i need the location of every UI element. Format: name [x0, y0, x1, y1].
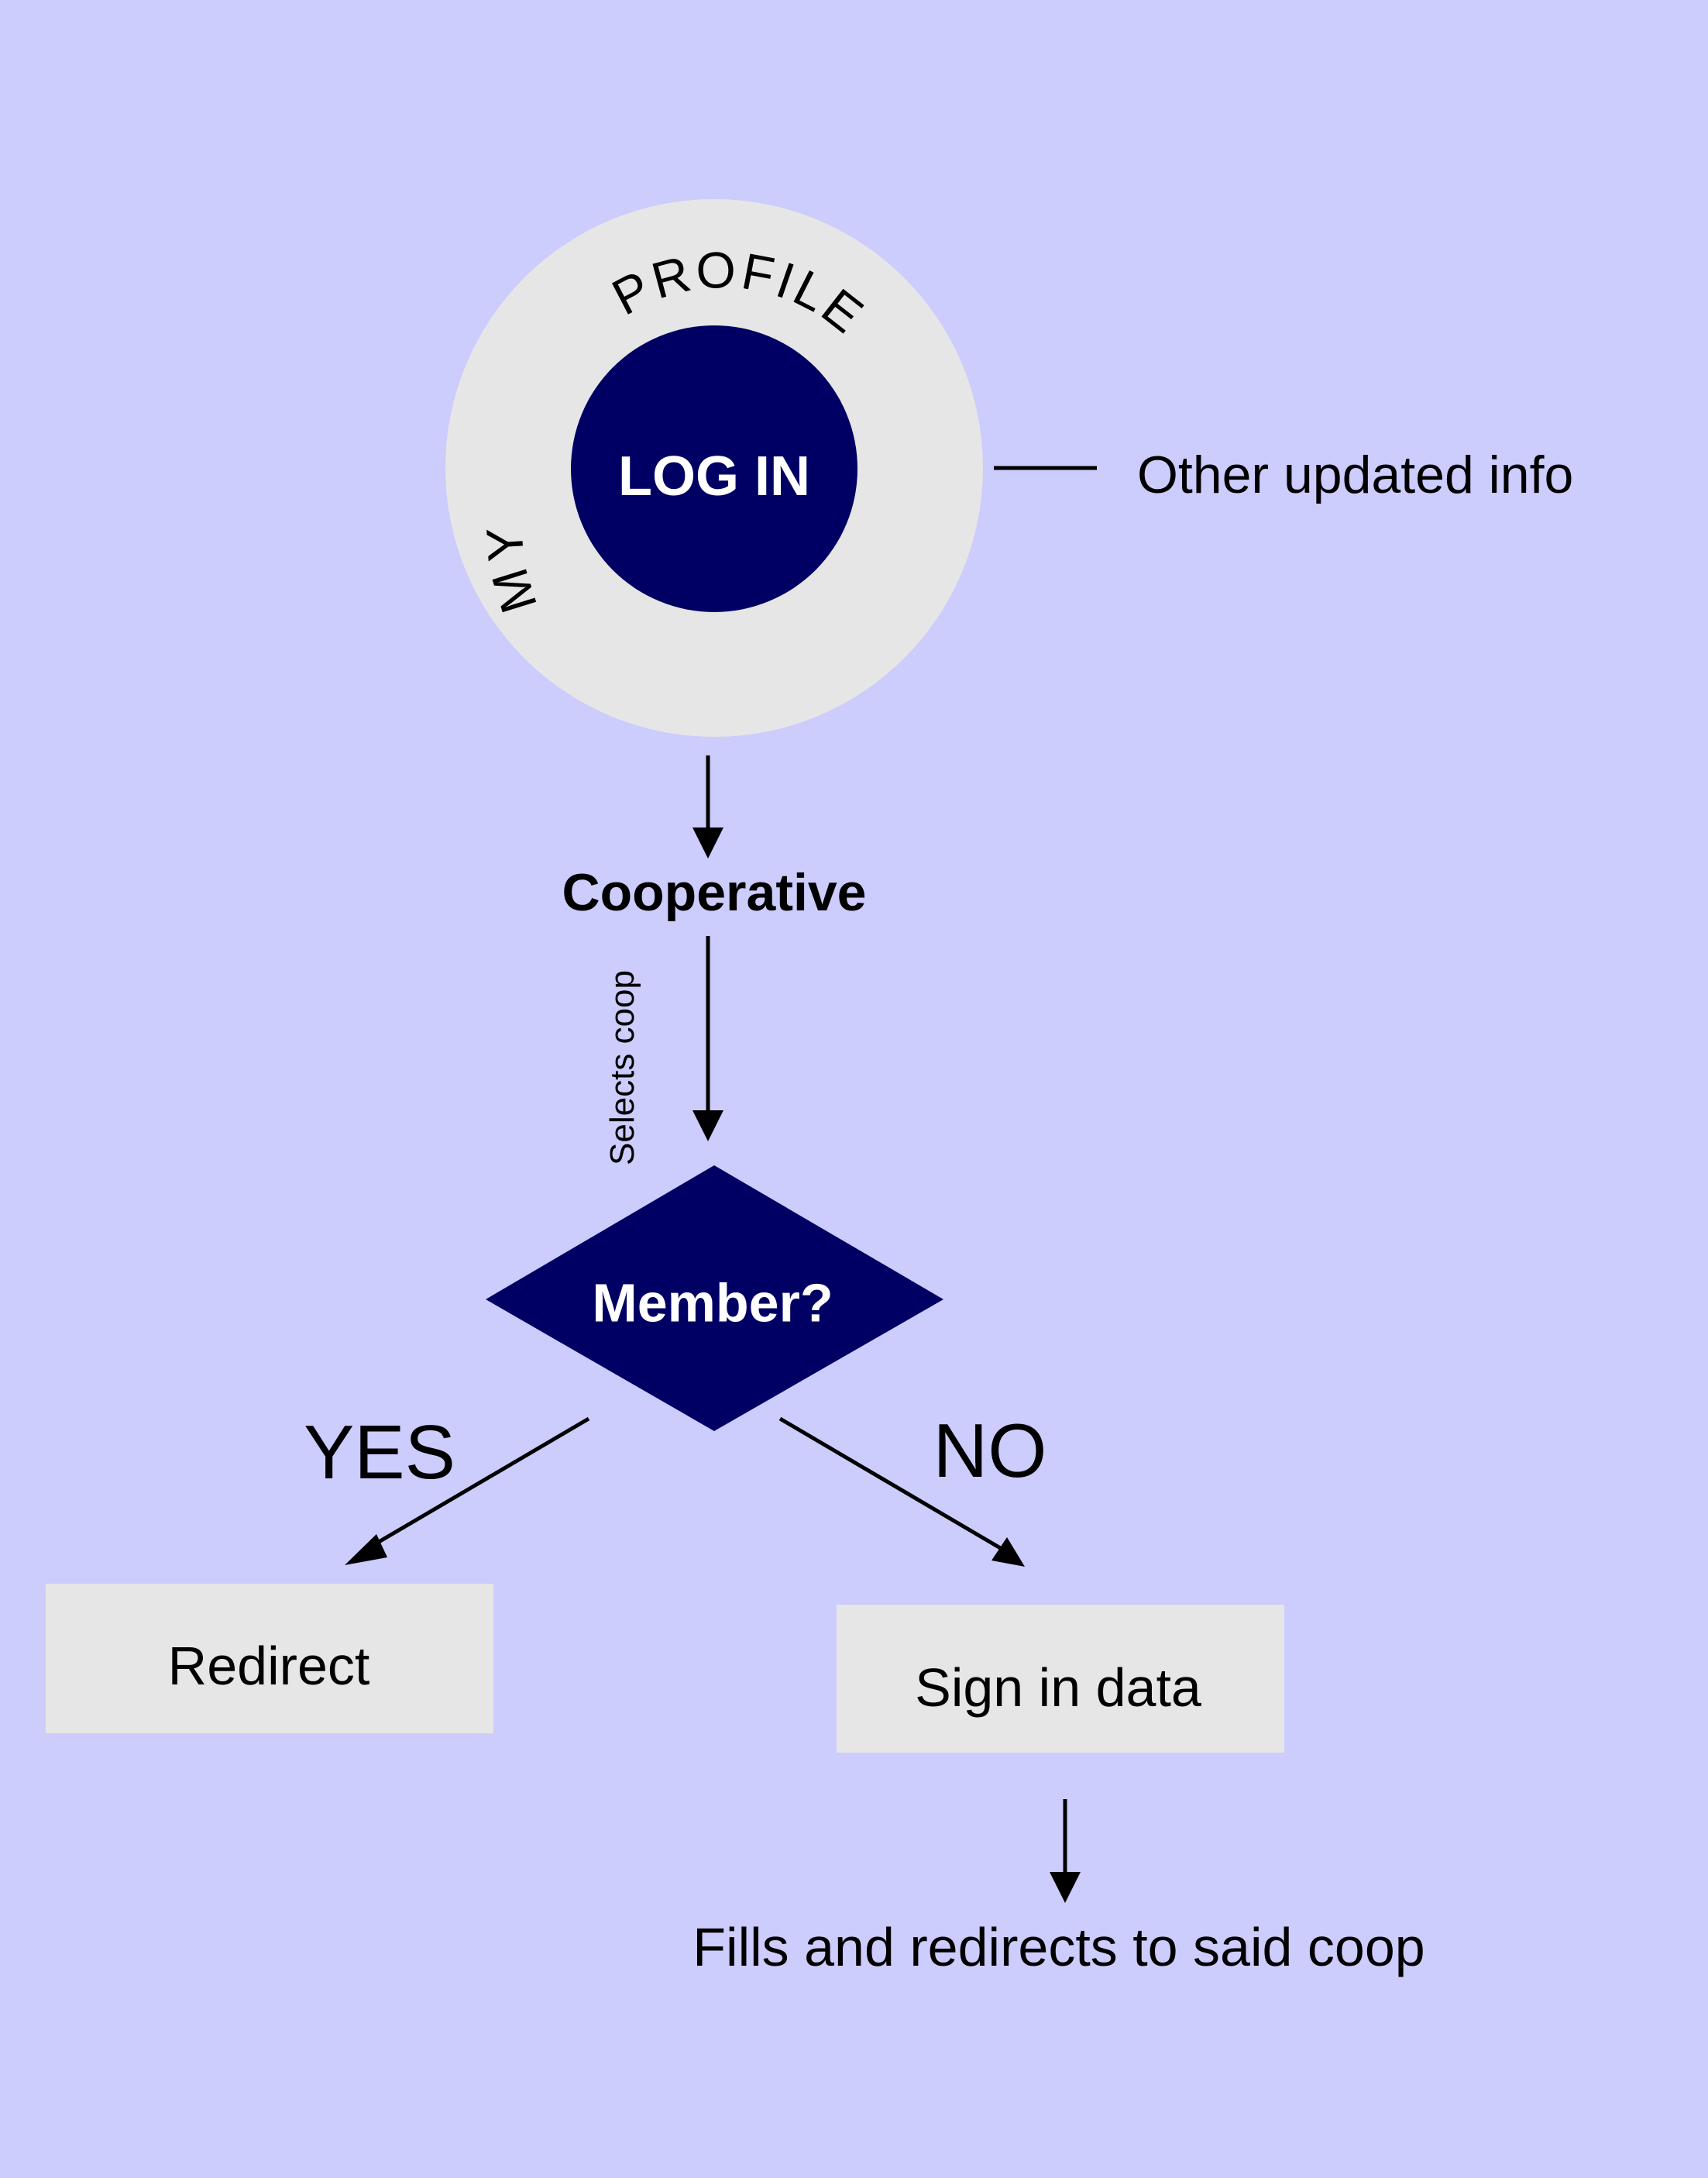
arrowhead-yes [345, 1534, 387, 1565]
arrow-no [778, 1416, 1009, 1554]
sign-in-data-box[interactable] [837, 1605, 1284, 1753]
selects-coop-label: Selects coop [603, 970, 641, 1165]
login-node[interactable] [571, 325, 857, 612]
member-decision[interactable] [486, 1165, 943, 1431]
arrowhead-cooperative [692, 828, 723, 858]
no-label: NO [933, 1408, 1047, 1493]
sign-in-data-label: Sign in data [915, 1657, 1201, 1718]
login-label: LOG IN [618, 446, 810, 508]
final-step-label: Fills and redirects to said coop [692, 1917, 1424, 1977]
redirect-label: Redirect [168, 1636, 370, 1696]
redirect-box[interactable] [46, 1584, 493, 1733]
arrowhead-no [991, 1537, 1025, 1567]
member-decision-label: Member? [592, 1272, 833, 1333]
arrowhead-member [692, 1110, 723, 1141]
side-note-label: Other updated info [1137, 446, 1573, 504]
arrowhead-final [1050, 1872, 1081, 1903]
cooperative-label: Cooperative [562, 863, 867, 922]
yes-label: YES [304, 1409, 455, 1495]
arrow-yes [364, 1416, 590, 1552]
